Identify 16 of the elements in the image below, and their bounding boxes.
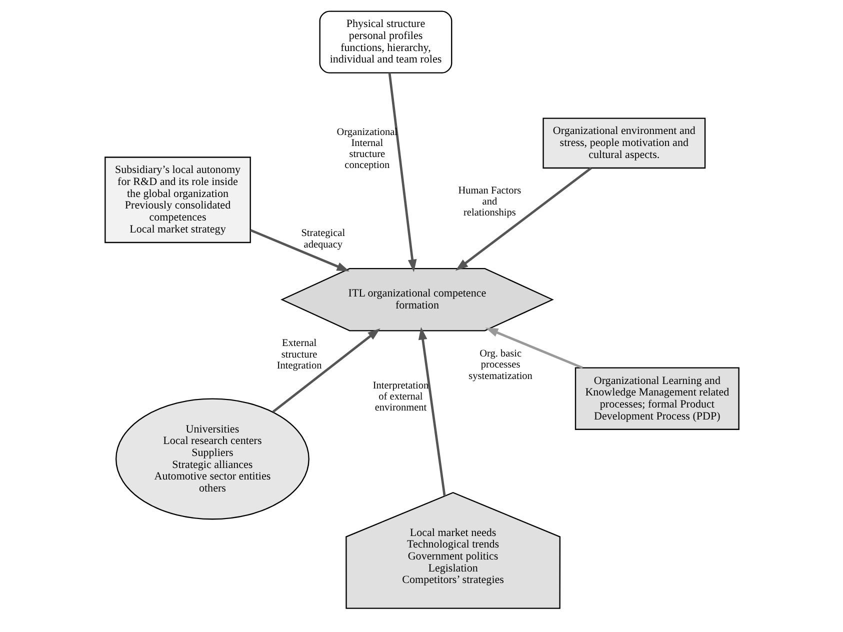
arrow [484, 328, 583, 369]
arrow [388, 72, 416, 272]
arrow [454, 167, 592, 271]
node-box: Subsidiary’s local autonomy for R&D and its role inside the global organization Previously consolidated competences Local market strategy [104, 156, 250, 244]
node-ellipse: Universities Local research centers Suppliers Strategic alliances Automotive sector entities others [114, 398, 309, 520]
edge-label: Human Factors and relationships [458, 185, 521, 218]
node-box: Physical structure personal profiles functions, hierarchy, individual and team roles [318, 10, 452, 74]
edge-label: Strategical adequacy [300, 228, 345, 250]
arrow [250, 229, 349, 272]
edge-label: Interpretation of external environment [372, 380, 428, 414]
edge-label: Org. basic processes systematization [468, 348, 532, 382]
node-box: Organizational environment and stress, people motivation and cultural aspects. [542, 118, 706, 169]
arrow [272, 328, 380, 413]
node-box: Organizational Learning and Knowledge Management related processes; formal Product Development Process (PDP) [574, 367, 739, 430]
edge-label: External structure Integration [276, 338, 322, 372]
arrow [418, 327, 446, 496]
